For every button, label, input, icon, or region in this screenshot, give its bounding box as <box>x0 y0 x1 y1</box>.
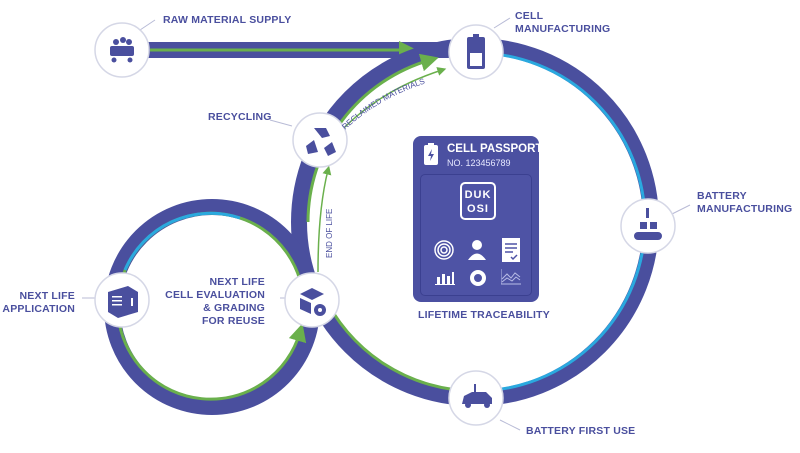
electric-car-icon <box>462 384 492 408</box>
label-line: NEXT LIFE <box>209 276 265 288</box>
node-recycling[interactable] <box>292 112 348 168</box>
line-graph-icon <box>501 269 521 285</box>
label-line: MANUFACTURING <box>697 203 793 215</box>
assembly-line-icon <box>634 208 662 240</box>
passport-number: NO. 123456789 <box>447 158 511 168</box>
label-line: & GRADING <box>203 302 265 314</box>
logo-line: OSI <box>467 203 489 215</box>
bar-chart-icon <box>435 272 455 285</box>
battery-cell-icon <box>467 34 485 69</box>
document-check-icon <box>502 238 520 262</box>
passport-panel: DUK OSI <box>420 174 532 296</box>
label-raw-material: RAW MATERIAL SUPPLY <box>163 14 292 26</box>
node-battery-manufacturing[interactable] <box>620 198 676 254</box>
second-life-cyan-top <box>123 211 241 271</box>
label-battery-first-use: BATTERY FIRST USE <box>526 425 636 437</box>
label-recycling: RECYCLING <box>208 111 272 123</box>
user-icon <box>468 240 486 260</box>
reclaimed-arrow <box>339 67 447 133</box>
battery-pack-icon <box>108 286 138 318</box>
main-loop-green-top <box>306 53 439 223</box>
label-line: CELL EVALUATION <box>165 289 265 301</box>
recycle-icon <box>306 128 336 156</box>
battery-bolt-icon <box>424 143 438 165</box>
label-line: FOR REUSE <box>201 315 265 327</box>
label-line: APPLICATION <box>2 303 75 315</box>
logo-line: DUK <box>464 189 492 201</box>
box-gear-icon <box>300 288 326 316</box>
cell-passport-card[interactable]: CELL PASSPORT NO. 123456789 DUK OSI <box>413 136 543 302</box>
label-line: CELL <box>515 10 544 22</box>
passport-title: CELL PASSPORT <box>447 143 543 155</box>
second-life-green-bottom <box>116 313 307 401</box>
mining-cart-icon <box>110 37 134 63</box>
fingerprint-icon <box>434 240 454 260</box>
end-of-life-arrow <box>317 165 332 273</box>
end-of-life-label: END OF LIFE <box>325 209 334 258</box>
donut-chart-icon <box>470 270 486 286</box>
label-line: NEXT LIFE <box>19 290 75 302</box>
label-line: BATTERY <box>697 190 747 202</box>
label-line: MANUFACTURING <box>515 23 611 35</box>
dukosi-logo: DUK OSI <box>460 182 496 220</box>
passport-caption: LIFETIME TRACEABILITY <box>418 309 550 321</box>
